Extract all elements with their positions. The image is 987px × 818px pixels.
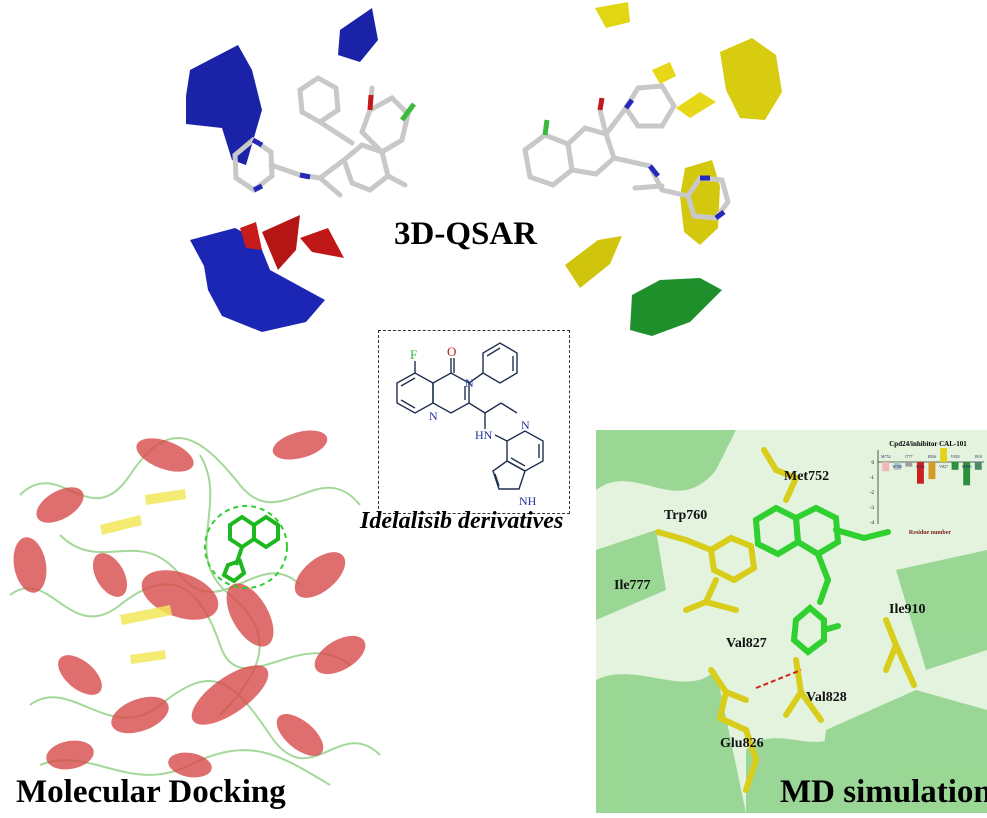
qsar-panel: 3D-QSAR xyxy=(0,0,987,345)
inset-residue-label: M900 xyxy=(962,464,972,469)
inset-title: Cpd24/inhibitor CAL-101 xyxy=(889,440,967,448)
atom-f: F xyxy=(410,347,417,362)
structure-caption: Idelalisib derivatives xyxy=(360,508,564,534)
inset-residue-label: E826 xyxy=(916,464,924,469)
md-binding-pocket xyxy=(596,430,987,813)
docking-title: Molecular Docking xyxy=(16,774,286,810)
inset-bar xyxy=(917,462,924,484)
blue-contour xyxy=(186,45,262,165)
qsar-contour-maps xyxy=(186,2,782,336)
yellow-contour xyxy=(652,62,676,84)
inset-xlabel: Residue number xyxy=(909,530,952,536)
yellow-contour xyxy=(565,236,622,288)
qsar-ligand-right xyxy=(522,83,731,221)
blue-contour xyxy=(338,8,378,62)
inset-y-tick: -2 xyxy=(870,491,875,496)
residue-label-val827: Val827 xyxy=(726,636,767,651)
md-panel: Cpd24/inhibitor CAL-101 0 -1 -2 -3 -4 M7… xyxy=(596,430,987,813)
inset-y-tick: 0 xyxy=(872,461,875,466)
inset-bars xyxy=(882,448,982,486)
beta-strands xyxy=(100,489,186,664)
idelalisib-structure: F O N N HN NH N xyxy=(396,342,544,508)
atom-n3: N xyxy=(465,376,474,390)
atom-nh: HN xyxy=(475,428,493,442)
protein-cartoon-md xyxy=(596,430,987,813)
green-contour xyxy=(630,278,722,336)
inset-residue-label: V828 xyxy=(951,454,960,459)
md-ligand xyxy=(752,504,891,656)
residue-label-ile910: Ile910 xyxy=(889,602,926,617)
inset-residue-label: M752 xyxy=(881,454,891,459)
inset-y-tick: -3 xyxy=(870,506,875,511)
red-contour xyxy=(262,215,300,270)
inset-y-tick: -4 xyxy=(870,521,875,526)
residue-label-trp760: Trp760 xyxy=(664,508,708,523)
inset-bar xyxy=(893,462,901,470)
residue-label-glu826: Glu826 xyxy=(720,736,764,751)
inset-residue-label: I910 xyxy=(975,454,982,459)
docking-panel: Molecular Docking xyxy=(0,415,395,813)
inset-residue-label: W760 xyxy=(892,464,902,469)
hydrogen-bond xyxy=(755,669,802,689)
qsar-title: 3D-QSAR xyxy=(394,216,538,252)
inset-residue-label: I777 xyxy=(905,454,912,459)
yellow-contour xyxy=(676,92,716,118)
atom-purine-n: N xyxy=(521,418,530,432)
red-contour xyxy=(300,228,344,258)
residue-label-ile777: Ile777 xyxy=(614,578,651,593)
red-contour xyxy=(240,222,262,250)
inset-bar xyxy=(882,462,890,472)
protein-cartoon xyxy=(9,430,381,786)
inset-bar xyxy=(905,462,913,467)
atom-o: O xyxy=(447,344,456,359)
inset-y-tick: -1 xyxy=(870,476,875,481)
inset-residue-label: E826 xyxy=(928,454,936,459)
inset-residue-label: V827 xyxy=(939,464,948,469)
yellow-contour xyxy=(595,2,630,28)
docked-ligand xyxy=(221,514,280,584)
alpha-helices xyxy=(13,430,366,778)
inset-bar xyxy=(951,462,959,470)
yellow-contour xyxy=(680,160,720,245)
qsar-ligand-left xyxy=(232,75,411,198)
binding-site-circle xyxy=(204,505,288,589)
inset-bar xyxy=(963,462,971,486)
yellow-contour xyxy=(720,38,782,120)
md-title: MD simulation xyxy=(780,774,987,810)
atom-n1: N xyxy=(429,409,438,423)
inset-bar xyxy=(940,448,947,462)
inset-bar xyxy=(974,462,982,470)
residue-label-met752: Met752 xyxy=(784,469,830,484)
residue-sticks xyxy=(655,447,917,793)
blue-contour xyxy=(190,228,325,332)
idelalisib-structure-box: F O N N HN NH N xyxy=(378,330,570,514)
residue-label-val828: Val828 xyxy=(806,690,847,705)
inset-bar xyxy=(928,462,936,480)
atom-purine-nh: NH xyxy=(519,494,537,508)
inset-energy-chart: Cpd24/inhibitor CAL-101 0 -1 -2 -3 -4 M7… xyxy=(870,440,984,536)
